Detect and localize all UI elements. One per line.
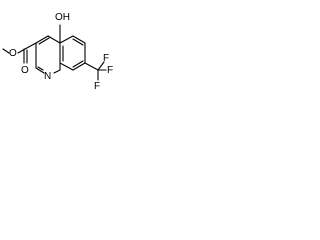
- bond-n-c2-inner: [37, 66, 44, 71]
- bond-c7-c8: [72, 62, 86, 71]
- ring-nitrogen-label: N: [44, 71, 51, 82]
- bond-c5-c6: [72, 35, 86, 44]
- fluorine-label-1: F: [94, 81, 100, 92]
- bond-c8a-n: [53, 69, 61, 74]
- bond-c7-c8-inner: [72, 60, 84, 68]
- bond-n-c2: [35, 67, 45, 74]
- bond-c-f3: [97, 61, 105, 71]
- benzene-ring: [59, 35, 86, 71]
- bond-carbonyl-c2: [24, 42, 37, 50]
- carbonyl-oxygen-label: O: [21, 65, 29, 76]
- bond-c2-c3-inner: [38, 37, 50, 45]
- pyridine-ring: [35, 35, 61, 74]
- bond-c5-c6-inner: [72, 38, 84, 46]
- fluorine-label-3: F: [103, 53, 109, 64]
- bond-c3-c4: [47, 35, 61, 44]
- trifluoromethyl-group: [84, 61, 107, 81]
- bond-c4a-c5: [59, 35, 74, 44]
- hydroxyl-label: OH: [55, 12, 70, 23]
- bond-c2-c3: [35, 35, 49, 44]
- bond-methyl-o: [2, 48, 10, 54]
- bond-c6-cf3: [84, 62, 99, 71]
- methyl-ester-group: [2, 42, 37, 64]
- chemical-structure-diagram: OH N O O F F F: [2, 12, 113, 92]
- bond-c8-c8a: [59, 62, 74, 71]
- fluorine-label-2: F: [107, 65, 113, 76]
- ester-oxygen-label: O: [9, 48, 17, 59]
